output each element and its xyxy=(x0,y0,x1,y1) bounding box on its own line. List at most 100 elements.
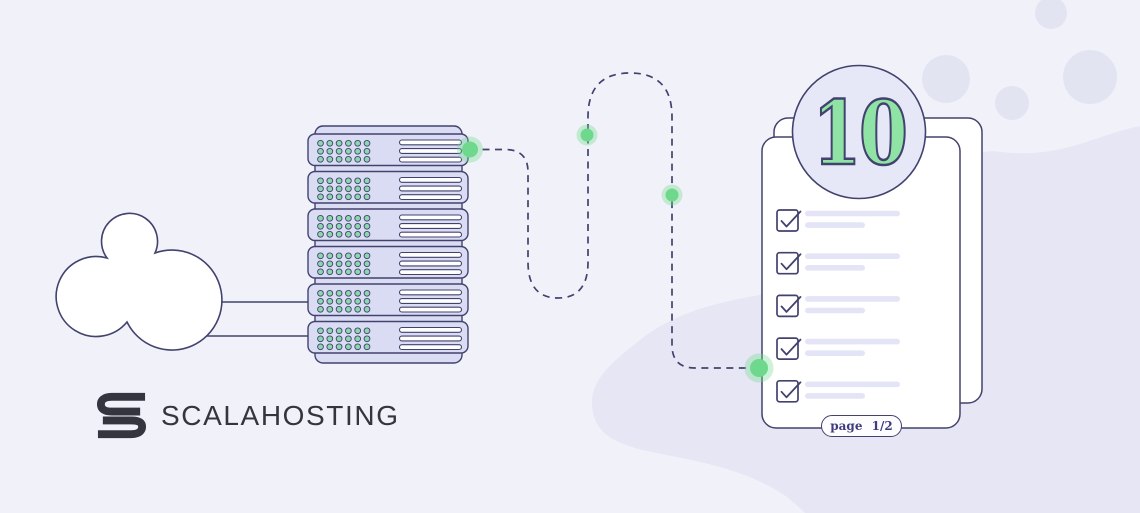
led-dot-icon xyxy=(335,289,343,297)
led-dot-icon xyxy=(326,268,334,276)
led-dot-icon xyxy=(317,155,324,163)
led-dot-icon xyxy=(335,193,343,201)
flow-dot xyxy=(665,188,679,202)
led-dot-icon xyxy=(335,260,343,268)
led-dot-icon xyxy=(335,297,343,305)
checkbox-icon xyxy=(776,209,799,232)
led-dot-icon xyxy=(326,305,334,313)
checkmark-icon xyxy=(780,296,802,313)
led-dot-icon xyxy=(363,297,371,305)
led-dot-icon xyxy=(345,139,352,147)
server-slot-bar xyxy=(398,344,463,351)
led-dot-icon xyxy=(335,177,343,185)
server-unit xyxy=(307,170,469,204)
badge-circle xyxy=(791,64,927,200)
led-dot-icon xyxy=(354,139,362,147)
led-dot-icon xyxy=(317,185,324,193)
led-dot-icon xyxy=(363,222,371,230)
led-dot-icon xyxy=(354,185,362,193)
led-dot-icon xyxy=(363,343,371,351)
led-dot-icon xyxy=(345,147,352,155)
led-dot-icon xyxy=(363,305,371,313)
led-dot-icon xyxy=(345,214,352,222)
led-dot-icon xyxy=(326,185,334,193)
led-dot-icon xyxy=(354,147,362,155)
list-text-bar xyxy=(805,338,900,345)
checklist-row xyxy=(776,209,900,232)
decorative-dots xyxy=(922,0,1117,120)
checklist-row xyxy=(776,251,900,275)
led-dot-icon xyxy=(363,268,371,276)
led-dot-icon xyxy=(335,252,343,260)
led-dot-icon xyxy=(335,343,343,351)
server-slot-bar xyxy=(398,148,463,154)
led-dot-icon xyxy=(335,214,343,222)
server-slot-bar xyxy=(398,231,463,238)
led-dot-icon xyxy=(354,305,362,313)
led-dot-icon xyxy=(326,343,334,351)
led-dot-icon xyxy=(326,260,334,268)
led-dot-icon xyxy=(335,268,343,276)
led-dot-icon xyxy=(354,289,362,297)
led-dot-icon xyxy=(326,297,334,305)
led-dot-icon xyxy=(345,155,352,163)
server-unit xyxy=(307,208,469,242)
led-dot-icon xyxy=(317,222,324,230)
led-dot-icon xyxy=(354,252,362,260)
server-unit xyxy=(307,283,469,317)
led-dot-icon xyxy=(363,335,371,343)
led-dot-icon xyxy=(317,147,324,155)
led-dot-icon xyxy=(345,297,352,305)
led-dot-icon xyxy=(317,252,324,260)
server-slot-bar xyxy=(398,289,463,296)
list-text-bar xyxy=(805,350,865,356)
led-dot-icon xyxy=(354,222,362,230)
led-dot-icon xyxy=(326,177,334,185)
server-unit xyxy=(307,133,469,167)
led-dot-icon xyxy=(317,139,324,147)
checklist-row xyxy=(776,294,900,318)
led-dot-icon xyxy=(326,193,334,201)
list-text-bar xyxy=(805,307,865,314)
led-dot-icon xyxy=(345,260,352,268)
checklist-row xyxy=(776,379,900,403)
led-dot-icon xyxy=(345,343,352,351)
page-indicator: page 1/2 xyxy=(821,415,902,437)
server-slot-bar xyxy=(398,139,463,146)
badge-count: 10 xyxy=(811,81,909,185)
led-dot-icon xyxy=(354,155,362,163)
led-dot-icon xyxy=(335,335,343,343)
background-dot xyxy=(995,86,1029,120)
background-dot xyxy=(1035,0,1067,29)
list-text-bar xyxy=(805,393,865,399)
server-slot-bar xyxy=(398,185,463,192)
led-dot-icon xyxy=(326,289,334,297)
checkmark-icon xyxy=(780,338,802,356)
led-dot-icon xyxy=(317,297,324,305)
list-text-bar xyxy=(805,296,900,302)
led-dot-icon xyxy=(317,260,324,268)
checkmark-icon xyxy=(780,381,802,399)
led-dot-icon xyxy=(363,147,371,155)
led-dot-icon xyxy=(363,155,371,163)
led-dot-icon xyxy=(335,230,343,238)
led-dot-icon xyxy=(335,222,343,230)
server-stack xyxy=(307,133,469,354)
led-dot-icon xyxy=(354,343,362,351)
server-slot-bar xyxy=(398,269,463,276)
led-dot-icon xyxy=(363,193,371,201)
led-dot-icon xyxy=(345,335,352,343)
brand-name: SCALAHOSTING xyxy=(161,399,400,431)
led-dot-icon xyxy=(317,343,324,351)
led-dot-icon xyxy=(354,260,362,268)
list-text-bar xyxy=(805,381,900,388)
led-dot-icon xyxy=(354,193,362,201)
checkbox-icon xyxy=(776,294,799,318)
led-dot-icon xyxy=(354,268,362,276)
server-unit xyxy=(307,320,469,354)
led-dot-icon xyxy=(345,268,352,276)
led-dot-icon xyxy=(354,177,362,185)
checkbox-icon xyxy=(776,379,799,403)
checklist xyxy=(776,209,900,403)
led-dot-icon xyxy=(317,193,324,201)
